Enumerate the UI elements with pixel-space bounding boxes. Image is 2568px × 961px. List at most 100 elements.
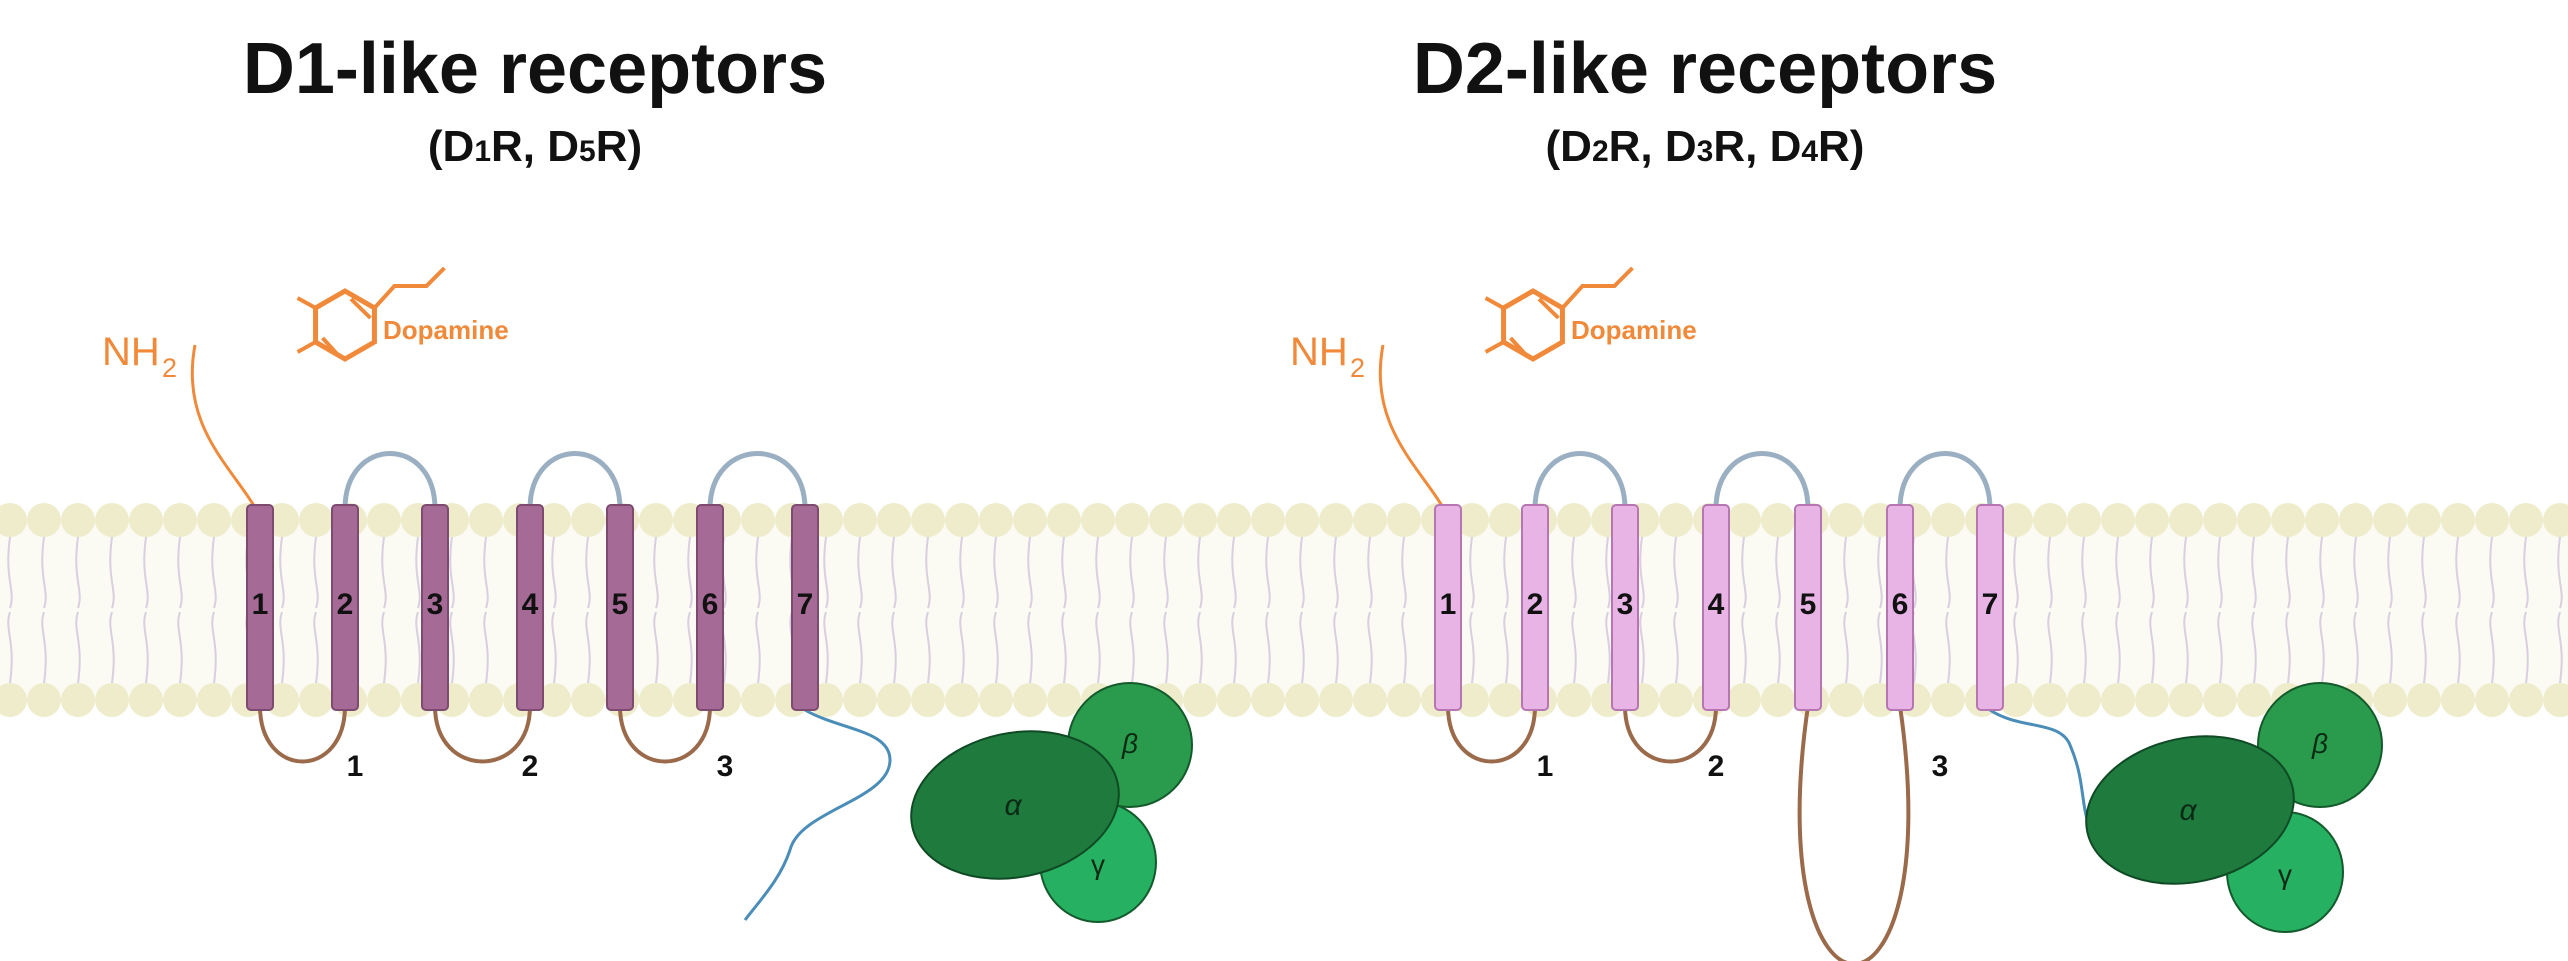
lipid-tail xyxy=(2353,536,2359,609)
lipid-head xyxy=(1489,683,1523,717)
d1-helix-7 xyxy=(791,504,819,711)
lipid-tail xyxy=(2387,536,2393,609)
lipid-tail xyxy=(143,536,149,609)
d1-n-terminus xyxy=(190,344,258,510)
lipid-head xyxy=(1183,683,1217,717)
d1-loop-label: 2 xyxy=(522,750,539,783)
d2-helix-label: 5 xyxy=(1800,588,1817,621)
lipid-tail xyxy=(41,611,47,684)
lipid-head xyxy=(639,503,673,537)
lipid-tail xyxy=(483,536,489,609)
lipid-tail xyxy=(1333,611,1339,684)
lipid-head xyxy=(0,503,27,537)
d1-intracellular-loop xyxy=(618,705,712,764)
lipid-head xyxy=(911,503,945,537)
lipid-head xyxy=(1455,503,1489,537)
lipid-head xyxy=(197,503,231,537)
d1-subtitle-part: 5 xyxy=(579,135,596,168)
lipid-tail xyxy=(415,536,421,609)
lipid-tail xyxy=(1673,611,1679,684)
lipid-tail xyxy=(2217,611,2223,684)
d2-helix-label: 4 xyxy=(1708,588,1725,621)
lipid-tail xyxy=(755,611,761,684)
lipid-head xyxy=(1387,503,1421,537)
d1-g-gamma-label: γ xyxy=(1091,849,1105,880)
lipid-tail xyxy=(891,536,897,609)
lipid-tail xyxy=(2013,536,2019,609)
lipid-tail xyxy=(959,536,965,609)
lipid-bilayer xyxy=(0,503,2568,717)
lipid-tail xyxy=(1367,536,1373,609)
d1-subtitle-part: (D xyxy=(427,122,475,171)
lipid-tail xyxy=(1095,611,1101,684)
d1-helix-label: 5 xyxy=(612,588,629,621)
d2-loop-label: 1 xyxy=(1537,750,1554,783)
lipid-tail xyxy=(7,536,13,609)
lipid-head xyxy=(469,683,503,717)
d2-subtitle-part: R, D xyxy=(1713,122,1802,171)
lipid-tail xyxy=(925,611,931,684)
lipid-tail xyxy=(2047,536,2053,609)
d2-panel-title: D2-like receptors xyxy=(1412,29,1998,109)
lipid-head xyxy=(299,503,333,537)
lipid-head xyxy=(1387,683,1421,717)
lipid-tail xyxy=(755,536,761,609)
lipid-head xyxy=(2543,503,2568,537)
lipid-tail xyxy=(1741,536,1747,609)
lipid-tail xyxy=(2149,536,2155,609)
lipid-tail xyxy=(109,611,115,684)
lipid-head xyxy=(2339,503,2373,537)
d1-intracellular-loop xyxy=(433,705,532,764)
lipid-head xyxy=(2067,503,2101,537)
lipid-head xyxy=(1149,503,1183,537)
lipid-head xyxy=(2407,683,2441,717)
lipid-head xyxy=(877,503,911,537)
lipid-head xyxy=(1761,683,1795,717)
lipid-head xyxy=(1251,503,1285,537)
d2-helix-4 xyxy=(1702,504,1730,711)
d1-helix-label: 3 xyxy=(427,588,444,621)
lipid-tail xyxy=(1265,536,1271,609)
lipid-head xyxy=(2203,683,2237,717)
lipid-head xyxy=(2169,503,2203,537)
d2-helix-7 xyxy=(1976,504,2004,711)
lipid-tail xyxy=(211,536,217,609)
d2-g-beta-label: β xyxy=(2311,728,2328,759)
d1-g-alpha-subunit xyxy=(910,730,1120,880)
d2-amine-label: NH xyxy=(1290,330,1348,374)
d1-helix-5 xyxy=(606,504,634,711)
lipid-tail xyxy=(2183,611,2189,684)
lipid-head xyxy=(1251,683,1285,717)
d2-subtitle-part: (D xyxy=(1545,122,1592,171)
d1-helix-6 xyxy=(696,504,724,711)
lipid-tail xyxy=(1333,536,1339,609)
lipid-tail xyxy=(1605,611,1611,684)
lipid-tail xyxy=(2081,611,2087,684)
lipid-head xyxy=(2203,503,2237,537)
d2-helix-label: 6 xyxy=(1892,588,1909,621)
d1-helix-3 xyxy=(421,504,449,711)
lipid-head xyxy=(1931,683,1965,717)
lipid-head xyxy=(1999,503,2033,537)
lipid-head xyxy=(95,683,129,717)
d2-helix-label: 2 xyxy=(1527,588,1544,621)
lipid-tail xyxy=(1231,611,1237,684)
lipid-head xyxy=(2441,683,2475,717)
lipid-tail xyxy=(1571,536,1577,609)
lipid-head xyxy=(741,683,775,717)
lipid-tail xyxy=(1401,611,1407,684)
lipid-tail xyxy=(2013,611,2019,684)
lipid-tail xyxy=(2251,536,2257,609)
d1-helix-label: 4 xyxy=(522,588,539,621)
lipid-tail xyxy=(1945,611,1951,684)
lipid-tail xyxy=(381,611,387,684)
lipid-tail xyxy=(109,536,115,609)
lipid-tail xyxy=(1775,536,1781,609)
lipid-head xyxy=(2135,503,2169,537)
d2-subtitle-part: R, D xyxy=(1608,122,1697,171)
lipid-tail xyxy=(1299,536,1305,609)
lipid-head xyxy=(2101,503,2135,537)
d2-subtitle-part: 3 xyxy=(1696,135,1714,168)
lipid-tail xyxy=(1843,536,1849,609)
